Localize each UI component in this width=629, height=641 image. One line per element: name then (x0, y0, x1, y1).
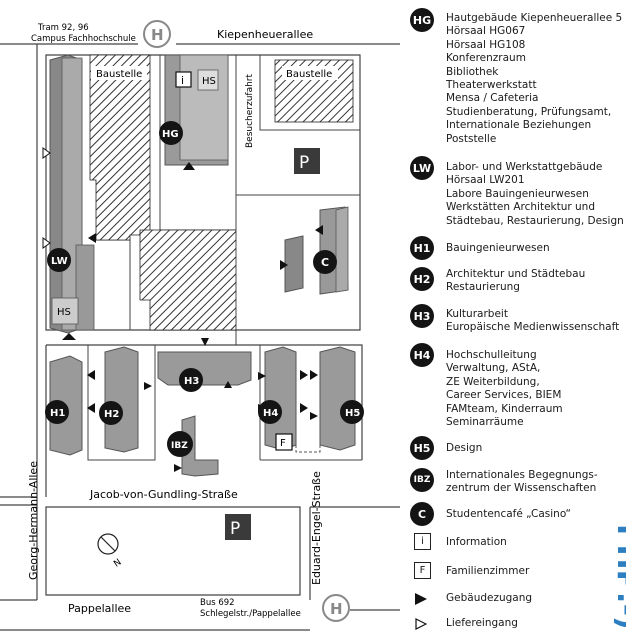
marker-c-label: C (321, 256, 329, 269)
entrance-legend-icon (415, 593, 427, 605)
parking-north (294, 148, 320, 174)
legend: HG Hautgebäude Kiepenheuerallee 5 Hörsaa… (400, 0, 629, 641)
baustelle-label-1: Baustelle (96, 69, 142, 80)
hs-label-lw: HS (57, 307, 71, 318)
marker-h5[interactable] (340, 400, 364, 424)
info-point (175, 71, 192, 88)
marker-lw[interactable] (47, 248, 71, 272)
legend-text-c: Studentencafé „Casino“ (446, 508, 571, 520)
delivery-legend-icon (415, 618, 427, 630)
legend-mark-c: C (410, 502, 434, 526)
family-room (275, 433, 293, 451)
marker-h2[interactable] (99, 401, 123, 425)
street-besucher: Besucherzufahrt (245, 73, 255, 148)
street-kiepenheuer: Kiepenheuerallee (217, 28, 313, 41)
legend-mark-h4: H4 (410, 343, 434, 367)
walkway (295, 445, 321, 453)
marker-h3[interactable] (179, 368, 203, 392)
marker-h2-label: H2 (104, 409, 119, 420)
legend-info-text: Information (446, 536, 507, 548)
compass-icon (97, 533, 119, 555)
marker-ibz[interactable] (167, 431, 193, 457)
street-jacob: Jacob-von-Gundling-Straße (89, 488, 238, 501)
family-room-label: F (280, 438, 286, 449)
marker-ibz-label: IBZ (171, 441, 188, 451)
legend-mark-hg: HG (410, 8, 434, 32)
legend-text-h1: Bauingenieurwesen (446, 242, 550, 254)
legend-mark-h3: H3 (410, 304, 434, 328)
marker-h5-label: H5 (345, 408, 360, 419)
street-georg: Georg-Hermann-Allee (27, 461, 40, 580)
legend-text-h4: Hochschulleitung Verwaltung, AStA, ZE We… (446, 349, 563, 429)
tram-line2: Campus Fachhochschule (31, 34, 136, 44)
building-lw[interactable] (49, 54, 95, 334)
parking-north-label: P (299, 153, 309, 173)
street-blocks (0, 43, 400, 631)
legend-mark-h1: H1 (410, 236, 434, 260)
marker-hg[interactable] (159, 121, 183, 145)
marker-hg-label: HG (162, 129, 179, 140)
legend-delivery-text: Liefereingang (446, 617, 518, 629)
legend-entrance-text: Gebäudezugang (446, 592, 533, 604)
parking-south-label: P (230, 519, 240, 539)
street-pappel: Pappelallee (68, 602, 131, 615)
legend-text-ibz: Internationales Begegnungs- zentrum der … (446, 469, 598, 495)
construction-areas (89, 54, 354, 331)
building-hg[interactable] (164, 54, 229, 166)
legend-text-lw: Labor- und Werkstattgebäude Hörsaal LW20… (446, 161, 624, 227)
legend-family-box: F (414, 562, 431, 579)
legend-text-h5: Design (446, 442, 483, 454)
delivery-markers (42, 147, 51, 249)
tram-line1: Tram 92, 96 (37, 23, 89, 33)
campus-map: Baustelle Baustelle HS HS i F P P (0, 20, 400, 631)
bus-line1: Bus 692 (200, 598, 235, 608)
bus-line2: Schlegelstr./Pappelallee (200, 609, 301, 619)
legend-mark-h2: H2 (410, 267, 434, 291)
legend-info-box: i (414, 533, 431, 550)
marker-h3-label: H3 (184, 376, 199, 387)
building-h3[interactable] (157, 351, 252, 386)
legend-mark-h5: H5 (410, 436, 434, 460)
marker-lw-label: LW (51, 256, 68, 267)
fhp-logo-text: FHP:-) (610, 524, 626, 630)
marker-h1[interactable] (45, 400, 69, 424)
building-h5[interactable] (319, 346, 356, 451)
marker-h4[interactable] (258, 400, 282, 424)
legend-mark-ibz: IBZ (410, 468, 434, 492)
legend-text-hg: Hautgebäude Kiepenheuerallee 5 Hörsaal H… (446, 12, 623, 145)
bus-stop-icon (322, 594, 350, 622)
building-c[interactable] (284, 206, 349, 295)
legend-mark-lw: LW (410, 156, 434, 180)
marker-c[interactable] (313, 250, 337, 274)
compass-north: N (112, 558, 123, 570)
bus-stop-letter: H (330, 600, 343, 618)
parking-south (225, 514, 251, 540)
tram-stop-letter: H (151, 26, 164, 44)
building-h2[interactable] (104, 346, 139, 453)
legend-text-h2: Architektur und Städtebau Restaurierung (446, 268, 586, 294)
marker-h4-label: H4 (263, 408, 278, 419)
tram-stop-icon (143, 20, 171, 48)
legend-family-text: Familienzimmer (446, 565, 530, 577)
baustelle-label-2: Baustelle (286, 69, 332, 80)
info-point-label: i (181, 74, 184, 87)
legend-text-h3: Kulturarbeit Europäische Medienwissensch… (446, 308, 620, 334)
street-eduard: Eduard-Engel-Straße (310, 471, 323, 585)
building-ibz[interactable] (181, 415, 219, 477)
fhp-logo: FHP:-) (610, 524, 626, 630)
marker-h1-label: H1 (50, 408, 65, 419)
hs-label-hg: HS (202, 76, 216, 87)
